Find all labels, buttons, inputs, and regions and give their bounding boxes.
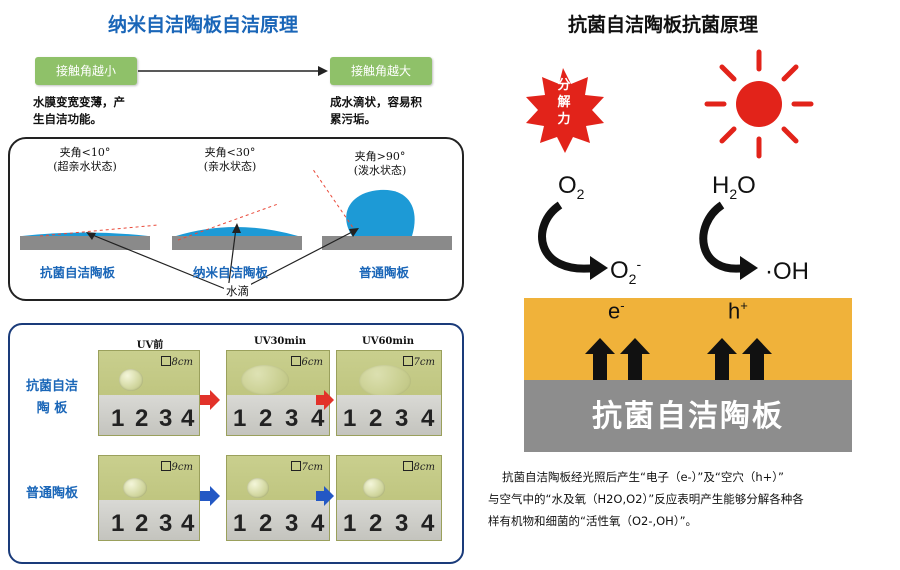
plate-3	[322, 236, 452, 250]
drop	[247, 478, 269, 498]
box-larger-angle: 接触角越大	[330, 57, 432, 85]
angle-label-1: 夹角<10° (超亲水状态)	[53, 146, 117, 173]
label-antibacterial-plate: 抗菌自洁陶板	[40, 265, 116, 280]
blue-arrow-2	[316, 486, 334, 506]
label-nano-plate: 纳米自洁陶板	[193, 265, 269, 280]
decomposition-burst	[526, 68, 604, 153]
label-h2o: H2O	[712, 172, 756, 202]
right-title: 抗菌自洁陶板抗菌原理	[568, 14, 759, 36]
label-hole: h+	[728, 298, 748, 324]
up-arrows	[585, 338, 772, 380]
drop	[241, 365, 289, 395]
contact-angle-panel	[8, 137, 464, 301]
row-label-antibacterial: 抗菌自洁 陶 板	[25, 379, 78, 416]
angle-label-2: 夹角<30° (亲水状态)	[203, 146, 257, 173]
curve-arrow-left	[538, 201, 596, 273]
plate-1	[20, 236, 150, 250]
label-ordinary-plate: 普通陶板	[359, 265, 410, 280]
drop	[123, 478, 147, 498]
drop	[119, 369, 143, 391]
blue-arrow-1	[200, 486, 220, 506]
orange-band	[524, 298, 852, 380]
box-smaller-angle: 接触角越小	[35, 57, 137, 85]
plate-2	[172, 236, 302, 250]
gray-band	[524, 380, 852, 452]
drop	[359, 365, 411, 397]
angle-label-3: 夹角>90° (泼水状态)	[353, 150, 407, 177]
uv-header-before: UV前	[136, 340, 164, 351]
uv-header-60: UV60min	[361, 336, 415, 347]
row-label-ordinary: 普通陶板	[25, 486, 78, 501]
label-o2: O2	[558, 172, 585, 202]
uv-panel	[8, 323, 464, 564]
plate-label: 抗菌自洁陶板	[592, 399, 784, 434]
uv-header-30: UV30min	[253, 336, 307, 347]
red-arrow-1	[200, 390, 220, 410]
label-water-drop: 水滴	[224, 283, 251, 299]
burst-text: 分 解 力	[557, 78, 571, 127]
desc-right: 成水滴状，容易积 累污垢。	[330, 95, 422, 126]
label-oh: ·OH	[765, 258, 809, 285]
red-arrow-2	[316, 390, 334, 410]
drop	[363, 478, 385, 498]
description-paragraph: 抗菌自洁陶板经光照后产生“电子（e-）”及“空穴（h+）” 与空气中的“水及氧（…	[488, 470, 804, 528]
curve-arrow-right	[699, 201, 746, 273]
label-o2-minus: O2-	[610, 256, 642, 287]
sun-icon	[704, 49, 814, 159]
water-droplet-3	[346, 189, 415, 236]
desc-left: 水膜变宽变薄，产 生自洁功能。	[33, 95, 125, 126]
label-electron: e-	[608, 298, 625, 324]
left-title: 纳米自洁陶板自洁原理	[108, 14, 299, 36]
